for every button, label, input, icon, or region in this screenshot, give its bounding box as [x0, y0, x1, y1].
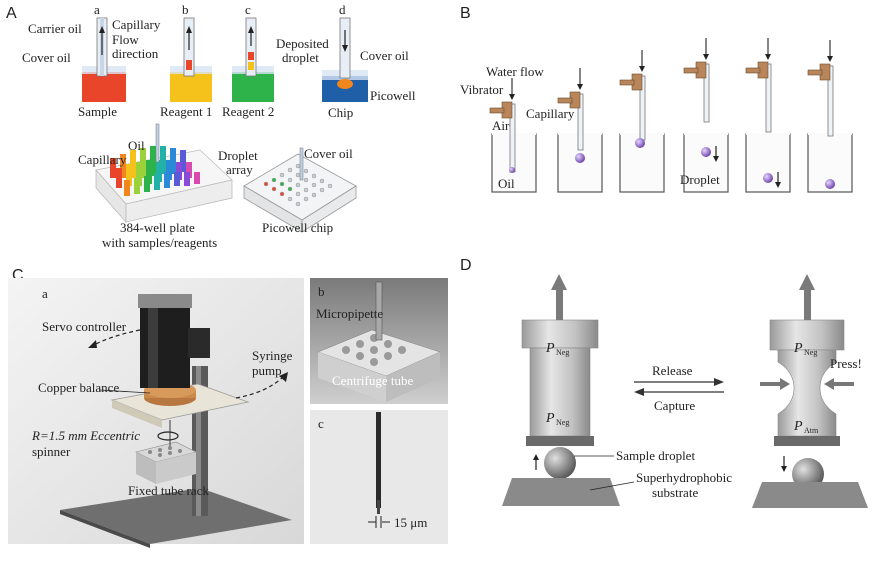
eccentric-label-2: spinner: [32, 444, 71, 459]
scale-label: 15 μm: [394, 515, 427, 530]
p-atm-sub: Atm: [804, 426, 819, 435]
syringe-label-2: pump: [252, 363, 282, 378]
flow-label: Flow: [112, 32, 139, 47]
beaker: [557, 68, 603, 193]
substrate-label-1: Superhydrophobic: [636, 470, 732, 485]
cover-oil-left-label: Cover oil: [22, 50, 71, 65]
panel-b-letter: B: [460, 5, 471, 22]
press-label: Press!: [830, 356, 862, 371]
sample-well: [82, 17, 126, 102]
panel-b: B Water flow Vibrator Capillary Air Oil …: [460, 5, 853, 193]
oil-label-b: Oil: [498, 176, 515, 191]
capillary-label-b: Capillary: [526, 106, 575, 121]
sub-d-label: d: [339, 2, 346, 17]
panel-a: A a b c d Carrier oil Capillary Flow dir…: [6, 2, 416, 250]
beaker: [745, 38, 791, 193]
panel-c: C a: [8, 267, 448, 548]
sample-label: Sample: [78, 104, 117, 119]
direction-label: direction: [112, 46, 159, 61]
beaker: [683, 38, 729, 193]
droplet-ball: [701, 147, 711, 157]
water-flow-label: Water flow: [486, 64, 544, 79]
beaker: [489, 78, 537, 193]
sub-c-label: c: [245, 2, 251, 17]
p-neg-sub-2: Neg: [556, 418, 569, 427]
plate-label-1: 384-well plate: [120, 220, 195, 235]
capture-label: Capture: [654, 398, 695, 413]
droplet-ball: [509, 167, 515, 173]
p-atm-label: P: [793, 419, 803, 434]
panel-d: D P Neg P Neg Release Capture: [460, 257, 868, 508]
droplet-array-label-1: Droplet: [218, 148, 258, 163]
device-release: [752, 274, 868, 508]
reagent1-well: [170, 17, 212, 102]
release-label: Release: [652, 363, 693, 378]
substrate-leader: [589, 481, 635, 491]
substrate-label-2: substrate: [652, 485, 698, 500]
reagent2-label: Reagent 2: [222, 104, 274, 119]
oil-label-a: Oil: [128, 138, 145, 153]
instrument-illustration: [60, 294, 292, 548]
picowell-chip-label: Picowell chip: [262, 220, 333, 235]
p-neg-sub-3: Neg: [804, 348, 817, 357]
eccentric-label-1: R=1.5 mm Eccentric: [31, 428, 140, 443]
micropipette-label: Micropipette: [316, 306, 383, 321]
panel-c-letter: C: [12, 267, 24, 284]
droplet-ball: [635, 138, 645, 148]
servo-label: Servo controller: [42, 319, 127, 334]
droplet-array-label-2: array: [226, 162, 253, 177]
sub-c-c-label: c: [318, 416, 324, 431]
chip-label: Chip: [328, 105, 353, 120]
picowell-label: Picowell: [370, 88, 416, 103]
carrier-oil-label: Carrier oil: [28, 21, 82, 36]
capillary-label-plate: Capillary: [78, 152, 127, 167]
sub-b-label: b: [182, 2, 189, 17]
cover-oil-right-label: Cover oil: [360, 48, 409, 63]
reagent1-label: Reagent 1: [160, 104, 212, 119]
deposited-label: Deposited: [276, 36, 329, 51]
384-well-plate: [95, 123, 233, 224]
beakers: [489, 38, 853, 193]
droplet-ball: [575, 153, 585, 163]
droplet-label-a: droplet: [282, 50, 319, 65]
beaker: [619, 50, 665, 193]
droplet-ball: [763, 173, 773, 183]
air-label: Air: [492, 118, 510, 133]
p-neg-label-1: P: [545, 341, 555, 356]
picowell-chip: [243, 147, 357, 233]
sub-c-b-label: b: [318, 284, 325, 299]
release-capture-arrows: [634, 378, 724, 396]
capillary-label-a: Capillary: [112, 17, 161, 32]
panel-a-letter: A: [6, 5, 17, 22]
reagent2-well: [232, 17, 274, 102]
plate-label-2: with samples/reagents: [102, 235, 217, 250]
centrifuge-label: Centrifuge tube: [332, 373, 413, 388]
panel-d-letter: D: [460, 257, 472, 274]
beaker: [807, 40, 853, 193]
sub-a-label: a: [94, 2, 100, 17]
p-neg-label-3: P: [793, 341, 803, 356]
syringe-label-1: Syringe: [252, 348, 293, 363]
p-neg-sub-1: Neg: [556, 348, 569, 357]
centrifuge-tube-rack: [317, 281, 441, 402]
droplet-label-b: Droplet: [680, 172, 720, 187]
vibrator-label: Vibrator: [460, 82, 504, 97]
copper-label: Copper balance: [38, 380, 119, 395]
picowell-chip-well: [322, 17, 368, 102]
sample-droplet-label: Sample droplet: [616, 448, 695, 463]
rack-label: Fixed tube rack: [128, 483, 209, 498]
sub-c-a-label: a: [42, 286, 48, 301]
droplet-ball: [825, 179, 835, 189]
p-neg-label-2: P: [545, 411, 555, 426]
device-capture: [502, 274, 620, 506]
cover-oil-chip-label: Cover oil: [304, 146, 353, 161]
capillary-tip: [368, 412, 390, 528]
